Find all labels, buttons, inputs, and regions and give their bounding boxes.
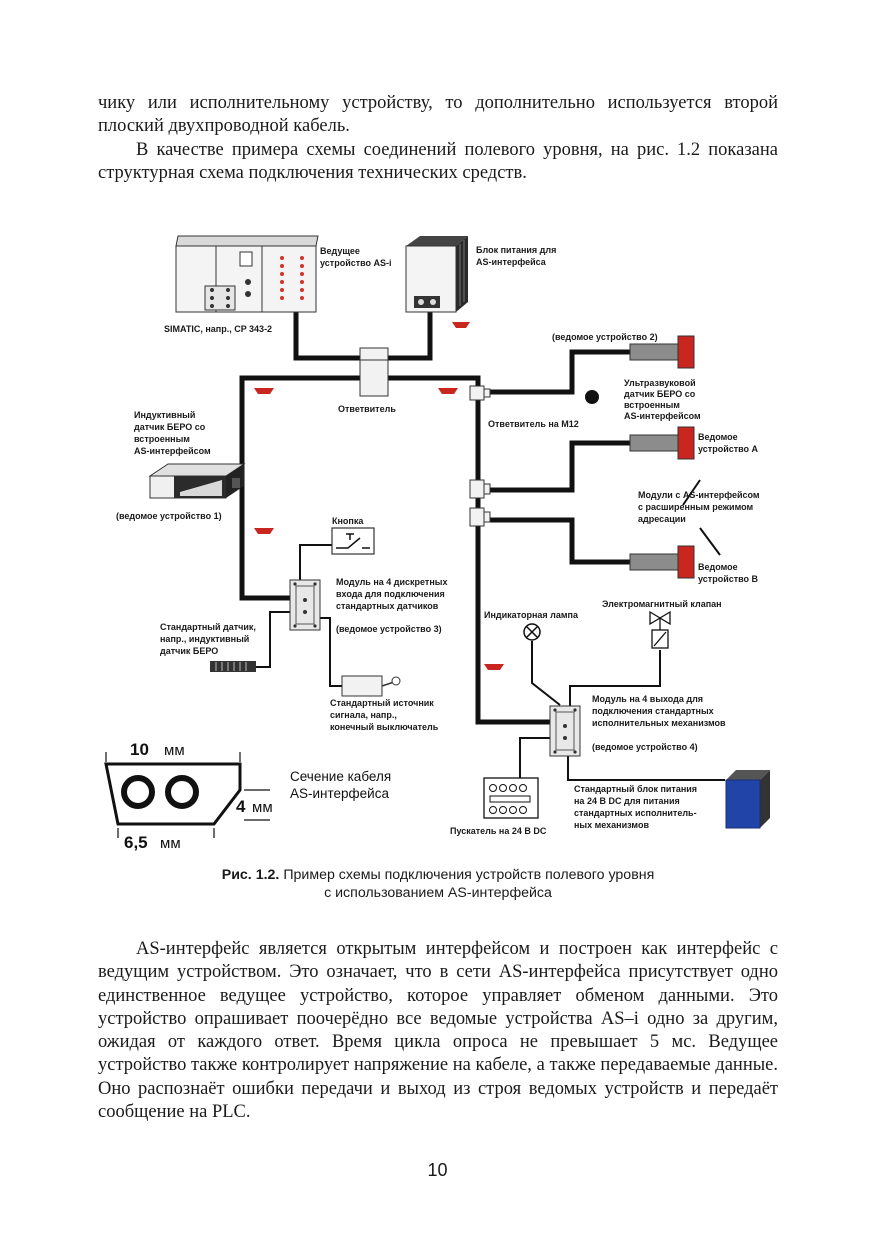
label-ultrasonic-line3: встроенным: [624, 400, 680, 410]
page-number: 10: [427, 1160, 448, 1180]
simatic-master-rack: [175, 235, 319, 313]
slave-device-a: [629, 426, 695, 460]
label-input-module-line3: стандартных датчиков: [336, 601, 439, 611]
label-std-sensor-line3: датчик БЕРО: [160, 646, 218, 656]
solenoid-valve-icon: [649, 610, 671, 649]
label-output-module-line3: исполнительных механизмов: [592, 718, 726, 728]
dim-width-top-unit: мм: [164, 742, 185, 759]
caption-text-line1: Пример схемы подключения устройств полев…: [283, 867, 655, 883]
label-master-line2: устройство AS-i: [320, 258, 392, 268]
paragraph-intro: В качестве примера схемы соединений поле…: [98, 140, 778, 184]
label-slave-a-line2: устройство A: [698, 444, 759, 454]
label-inductive-line1: Индуктивный: [134, 410, 195, 420]
label-std-source-line1: Стандартный источник: [330, 698, 434, 708]
caption-prefix: Рис. 1.2.: [221, 867, 280, 883]
label-std-psu-line2: на 24 В DC для питания: [574, 796, 680, 806]
caption-line1: Рис. 1.2. Пример схемы подключения устро…: [98, 866, 778, 884]
standard-sensor: [210, 661, 256, 672]
figure-caption: Рис. 1.2. Пример схемы подключения устро…: [98, 866, 778, 902]
dim-width-top-value: 10: [130, 740, 149, 759]
label-std-psu-line3: стандартных исполнитель-: [574, 808, 697, 818]
standard-psu-24v: [725, 770, 770, 829]
pushbutton-icon: [331, 527, 375, 555]
input-module: [289, 579, 321, 631]
label-input-module-line2: входа для подключения: [336, 589, 445, 599]
label-inductive-line3: встроенным: [134, 434, 190, 444]
label-ultrasonic-line1: Ультразвуковой: [624, 378, 696, 388]
label-slave-a-line1: Ведомое: [698, 432, 738, 442]
label-std-psu-line1: Стандартный блок питания: [574, 784, 697, 794]
label-psu-line1: Блок питания для: [476, 245, 556, 255]
caption-text-line2: с использованием AS-интерфейса: [324, 885, 552, 901]
dim-height-unit: мм: [252, 799, 273, 816]
label-input-module-line1: Модуль на 4 дискретных: [336, 577, 447, 587]
as-i-cable-network: [239, 312, 630, 725]
label-starter: Пускатель на 24 В DC: [450, 826, 547, 836]
label-slave3: (ведомое устройство 3): [336, 624, 442, 634]
cable-section-label-line1: Сечение кабеля: [290, 769, 391, 784]
label-splitter: Ответвитель: [338, 404, 396, 414]
label-inductive-line2: датчик БЕРО со: [134, 422, 206, 432]
label-slave-b-line1: Ведомое: [698, 562, 738, 572]
label-slave-b-line2: устройство B: [698, 574, 759, 584]
label-slave4: (ведомое устройство 4): [592, 742, 698, 752]
paragraph-as-interface: AS-интерфейс является открытым интерфейс…: [98, 939, 778, 1123]
cable-dimension-labels: 10 мм 4 мм 6,5 мм Сечение кабеля AS-инте…: [124, 740, 391, 852]
label-inductive-line4: AS-интерфейсом: [134, 446, 211, 456]
indicator-lamp-icon: [523, 623, 541, 641]
label-std-psu-line4: ных механизмов: [574, 820, 649, 830]
label-psu-line2: AS-интерфейса: [476, 257, 547, 267]
cable-section-label-line2: AS-интерфейса: [290, 786, 389, 801]
label-std-sensor-line1: Стандартный датчик,: [160, 622, 256, 632]
label-lamp: Индикаторная лампа: [484, 610, 579, 620]
label-std-source-line3: конечный выключатель: [330, 722, 439, 732]
dim-width-bottom-value: 6,5: [124, 833, 148, 852]
label-ultrasonic-line4: AS-интерфейсом: [624, 411, 701, 421]
limit-switch: [341, 675, 401, 697]
output-module: [549, 705, 581, 757]
as-i-power-supply: [405, 236, 468, 313]
dim-width-bottom-unit: мм: [160, 835, 181, 852]
inductive-sensor: [148, 463, 246, 499]
slave-device-b: [629, 545, 695, 579]
label-master-line1: Ведущее: [320, 246, 360, 256]
label-ultrasonic-line2: датчик БЕРО со: [624, 389, 696, 399]
m12-splitters: [469, 385, 491, 527]
label-splitter-m12: Ответвитель на M12: [488, 419, 579, 429]
label-slave2: (ведомое устройство 2): [552, 332, 658, 342]
label-std-source-line2: сигнала, напр.,: [330, 710, 397, 720]
label-modules-line3: адресации: [638, 514, 686, 524]
cable-cross-section: [104, 752, 270, 838]
diagram-labels: Ведущее устройство AS-i SIMATIC, напр., …: [116, 245, 760, 836]
main-splitter: [359, 347, 389, 397]
label-simatic: SIMATIC, напр., CP 343-2: [164, 324, 272, 334]
label-slave1: (ведомое устройство 1): [116, 511, 222, 521]
label-modules-line2: с расширенным режимом: [638, 502, 753, 512]
label-output-module-line2: подключения стандартных: [592, 706, 714, 716]
starter-24v: [483, 777, 539, 819]
label-button: Кнопка: [332, 516, 364, 526]
ultrasonic-sensor: [585, 335, 695, 404]
paragraph-continuation: чику или исполнительному устройству, то …: [98, 93, 778, 137]
label-valve: Электромагнитный клапан: [602, 599, 722, 609]
label-output-module-line1: Модуль на 4 выхода для: [592, 694, 703, 704]
dim-height-value: 4: [236, 797, 246, 816]
cable-markers: [254, 322, 504, 670]
label-modules-line1: Модули с AS-интерфейсом: [638, 490, 760, 500]
label-std-sensor-line2: напр., индуктивный: [160, 634, 249, 644]
